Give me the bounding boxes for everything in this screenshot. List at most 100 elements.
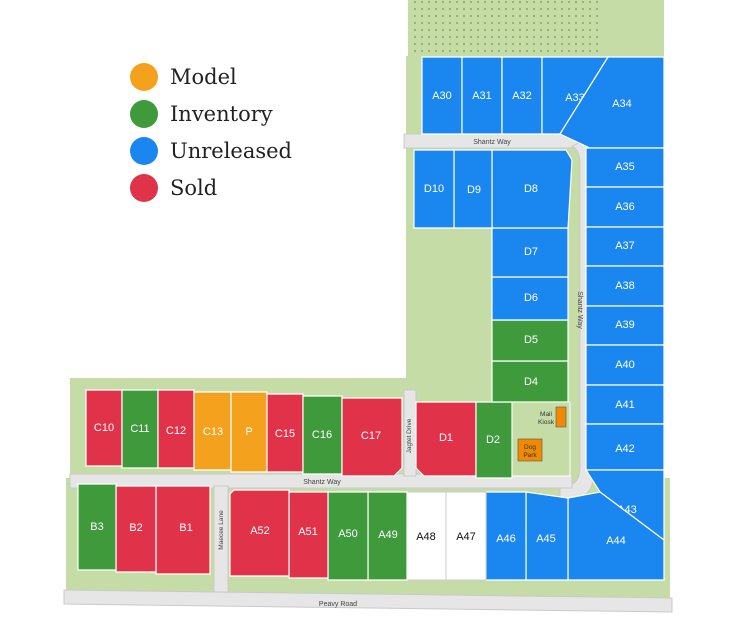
lot-a31[interactable]: A31 [461,56,503,135]
lot-a46[interactable]: A46 [485,491,527,581]
legend-swatch-unreleased [130,136,158,165]
legend-item-unreleased: Unreleased [130,132,292,169]
legend-item-sold: Sold [130,169,292,206]
street-label-shantz-north: Shantz Way [473,139,511,146]
mail-kiosk-icon [555,406,567,428]
lot-a52[interactable]: A52 [229,489,290,577]
lot-d5[interactable]: D5 [491,319,569,362]
lot-label-a30: A30 [432,90,452,102]
lot-a47[interactable]: A47 [445,491,487,581]
lot-label-a45: A45 [536,533,556,545]
legend-label-unreleased: Unreleased [170,138,293,163]
lot-label-c15: C15 [275,428,295,440]
lot-label-c11: C11 [130,423,149,435]
lot-a51[interactable]: A51 [288,491,329,579]
lot-a50[interactable]: A50 [327,491,369,581]
lot-label-c10: C10 [94,422,114,434]
lot-a30[interactable]: A30 [421,56,463,135]
lot-a32[interactable]: A32 [501,56,543,135]
lot-label-a51: A51 [298,526,318,538]
street-labels: Shantz Way Shantz Way Shantz Way Jagtet … [218,139,583,608]
lot-shape-b3[interactable] [77,483,117,571]
lot-label-a47: A47 [456,531,476,543]
lot-label-c16: C16 [312,429,332,441]
street-label-peavy: Peavy Road [319,601,357,608]
lot-label-c13: C13 [203,426,223,438]
dog-park-icon [517,438,543,462]
lot-d1[interactable]: D1 [415,401,477,477]
lot-label-d9: D9 [467,184,481,196]
lot-a45[interactable]: A45 [525,491,569,581]
lot-c16[interactable]: C16 [302,395,343,475]
lot-d2[interactable]: D2 [475,401,513,479]
legend-swatch-model [130,62,158,91]
lot-label-a31: A31 [472,90,492,102]
lot-label-b3: B3 [90,521,103,533]
lot-a48[interactable]: A48 [406,491,447,581]
lot-label-a50: A50 [338,528,358,540]
lot-shape-c17[interactable] [341,397,403,477]
lot-d8[interactable]: D8 [491,149,573,229]
lot-label-d4: D4 [524,376,538,388]
lot-c10[interactable]: C10 [85,389,123,467]
lot-d4[interactable]: D4 [491,360,569,403]
lot-c17[interactable]: C17 [341,397,403,477]
lot-c11[interactable]: C11 [121,389,159,469]
lot-c15[interactable]: C15 [266,393,304,473]
lot-shape-d1[interactable] [415,401,477,477]
lot-label-a38: A38 [615,280,635,292]
lot-label-d5: D5 [524,334,538,346]
lot-label-a46: A46 [496,533,516,545]
lot-label-b1: B1 [179,522,192,534]
lot-label-b2: B2 [129,522,142,534]
mail-kiosk-label-line1: Mail [540,411,552,418]
dog-park-label-line2: Park [523,452,537,459]
lot-label-a39: A39 [615,319,635,331]
lot-a49[interactable]: A49 [367,491,408,581]
lot-a35[interactable]: A35 [585,147,665,188]
lot-a40[interactable]: A40 [585,344,665,386]
dog-park-label-line1: Dog [524,444,536,451]
lot-a38[interactable]: A38 [585,265,665,307]
lot-label-a41: A41 [615,399,635,411]
lot-a41[interactable]: A41 [585,384,665,425]
lot-label-a52: A52 [250,525,270,537]
lot-d7[interactable]: D7 [491,227,569,278]
lot-label-a49: A49 [378,529,398,541]
lot-a36[interactable]: A36 [585,186,665,228]
legend-item-model: Model [130,58,292,95]
lot-c12[interactable]: C12 [157,389,195,469]
lot-label-d7: D7 [524,246,538,258]
north-field-texture [412,0,602,56]
lot-d10[interactable]: D10 [413,149,455,229]
lot-d6[interactable]: D6 [491,276,569,321]
lot-label-a42: A42 [615,443,635,455]
legend-label-inventory: Inventory [170,101,273,126]
street-label-jagtet: Jagtet Drive [406,418,413,453]
legend-swatch-sold [130,173,158,202]
lot-a37[interactable]: A37 [585,226,665,267]
map-legend: Model Inventory Unreleased Sold [130,58,292,206]
road-peavy [63,589,673,613]
street-label-maecee: Maecee Lane [218,510,225,550]
lot-label-a36: A36 [615,201,635,213]
lot-label-a40: A40 [615,359,635,371]
lot-c13[interactable]: C13 [193,391,232,471]
mail-kiosk-label-line2: Kiosk [538,419,555,426]
lot-label-a37: A37 [615,240,635,252]
lot-label-d2: D2 [486,434,500,446]
lot-shape-a52[interactable] [229,489,290,577]
lot-b1[interactable]: B1 [155,485,211,575]
lot-label-c17: C17 [361,430,381,442]
lot-a42[interactable]: A42 [585,423,665,471]
lot-d9[interactable]: D9 [453,149,493,229]
lot-a39[interactable]: A39 [585,305,665,346]
lot-a44[interactable]: A44 [567,491,665,581]
lot-label-d6: D6 [524,292,538,304]
amenity-area: Mail Kiosk Dog Park [511,401,571,477]
legend-label-sold: Sold [170,175,218,200]
lot-p[interactable]: P [230,391,268,473]
lot-shape-d10[interactable] [413,149,455,229]
lot-b2[interactable]: B2 [115,485,157,573]
lot-b3[interactable]: B3 [77,483,117,571]
